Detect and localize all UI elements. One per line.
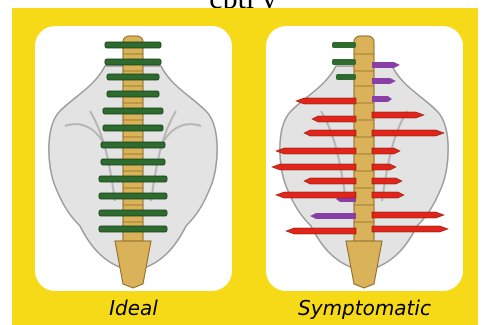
spine bbox=[354, 36, 374, 246]
symptomatic-caption: Symptomatic bbox=[266, 291, 463, 325]
sacrum bbox=[346, 241, 382, 288]
symptomatic-back-illustration bbox=[266, 26, 463, 291]
ideal-panel bbox=[35, 26, 232, 291]
ideal-back-illustration bbox=[35, 26, 232, 291]
symptomatic-panel bbox=[266, 26, 463, 291]
ideal-caption: Ideal bbox=[35, 291, 232, 325]
illustration-frame: Ideal bbox=[12, 8, 478, 325]
sacrum bbox=[115, 241, 151, 288]
